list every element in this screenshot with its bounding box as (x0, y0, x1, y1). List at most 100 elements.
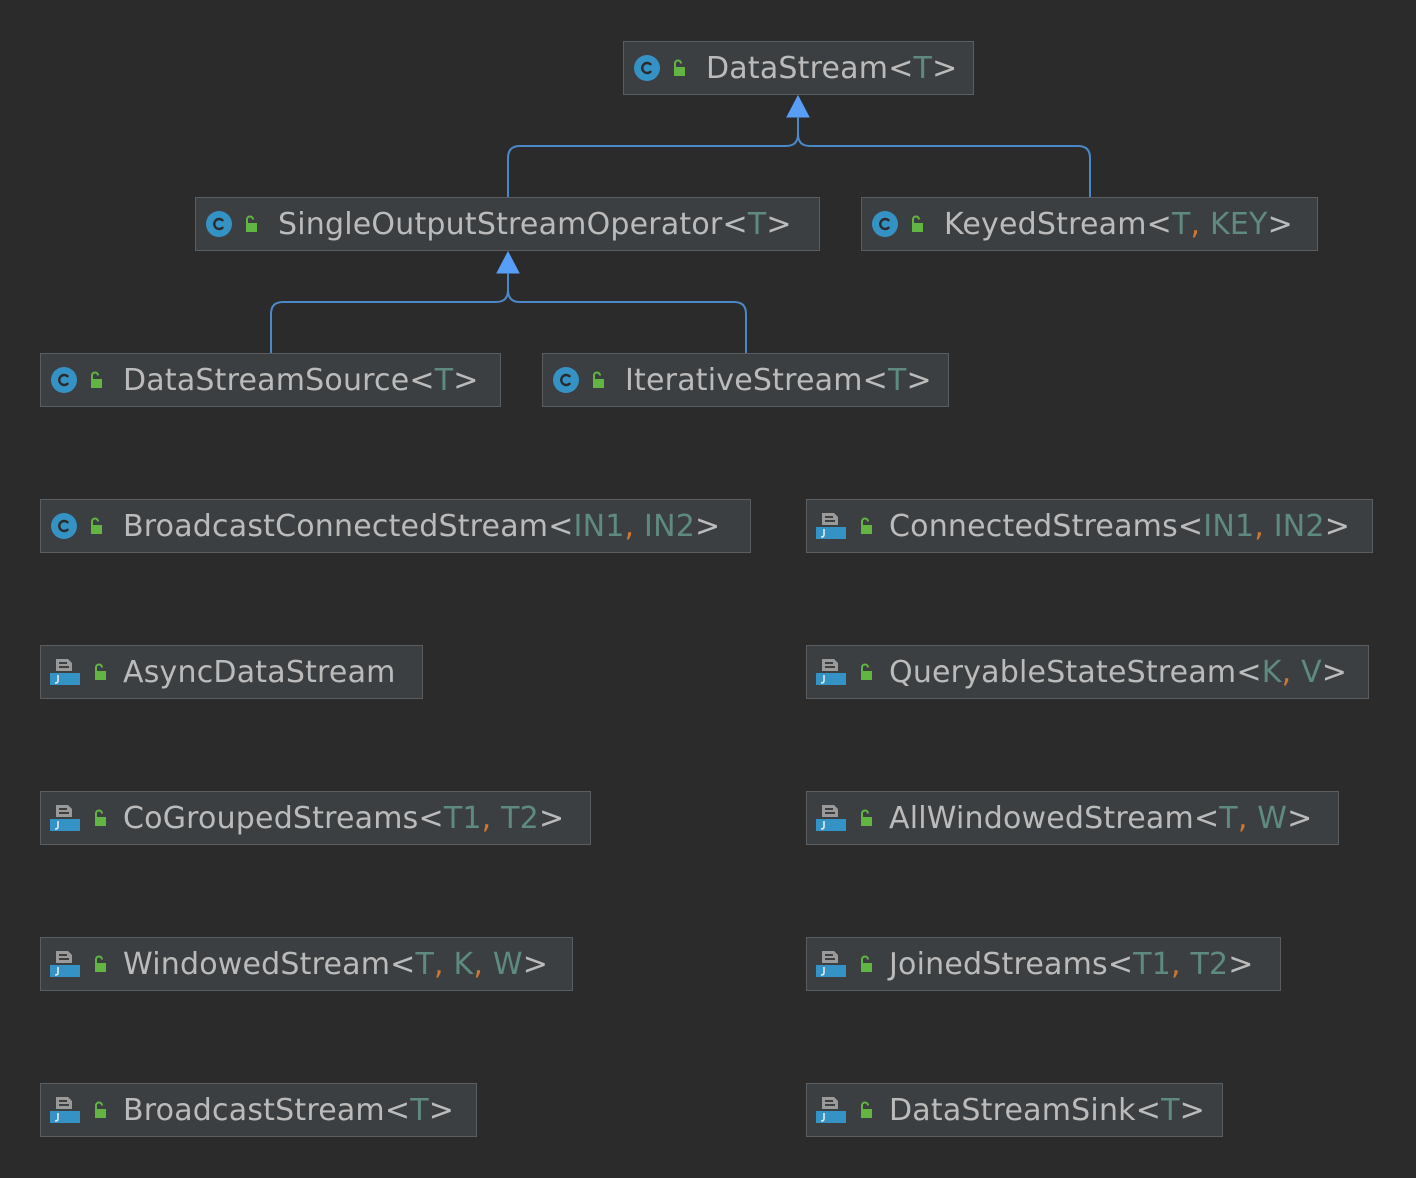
generic-close: > (1324, 508, 1351, 544)
generic-open: < (1107, 946, 1134, 982)
class-node-datastream[interactable]: DataStream<T> (623, 41, 974, 95)
class-name-label: AllWindowedStream<T, W> (889, 801, 1313, 836)
node-icons (807, 792, 889, 844)
class-name-label: IterativeStream<T> (625, 363, 932, 398)
java-class-icon (816, 659, 846, 685)
class-name-label: DataStreamSink<T> (889, 1093, 1205, 1128)
public-lock-icon (91, 517, 102, 534)
class-icon (51, 513, 77, 539)
class-name-label: SingleOutputStreamOperator<T> (278, 207, 792, 242)
class-node-singleoutput[interactable]: SingleOutputStreamOperator<T> (195, 197, 820, 251)
inheritance-arrowhead-datastream (786, 94, 810, 118)
java-class-icon (816, 805, 846, 831)
generic-open: < (1236, 654, 1262, 690)
java-class-icon (50, 805, 80, 831)
class-node-datastreamsource[interactable]: DataStreamSource<T> (40, 353, 501, 407)
class-node-iterativestream[interactable]: IterativeStream<T> (542, 353, 949, 407)
class-name: KeyedStream (944, 206, 1147, 242)
class-name-label: BroadcastConnectedStream<IN1, IN2> (123, 509, 720, 544)
class-node-queryable[interactable]: QueryableStateStream<K, V> (806, 645, 1369, 699)
class-node-cogrouped[interactable]: CoGroupedStreams<T1, T2> (40, 791, 591, 845)
class-name: CoGroupedStreams (123, 800, 419, 836)
class-node-connectedstreams[interactable]: ConnectedStreams<IN1, IN2> (806, 499, 1373, 553)
class-node-broadcaststream[interactable]: BroadcastStream<T> (40, 1083, 477, 1137)
class-name: IterativeStream (625, 362, 863, 398)
class-icon (872, 211, 898, 237)
class-name: QueryableStateStream (889, 654, 1237, 690)
type-parameter: T1 (1133, 946, 1171, 982)
java-class-icon (50, 1097, 80, 1123)
type-parameter: K (453, 946, 474, 982)
generic-open: < (1193, 800, 1220, 836)
type-parameter: IN2 (644, 508, 695, 544)
node-icons (543, 354, 625, 406)
type-parameter: T1 (443, 800, 482, 836)
type-parameter: IN1 (573, 508, 625, 544)
edge-iterativestream-to-singleoutput (507, 273, 747, 353)
generic-close: > (695, 508, 721, 544)
node-icons (41, 1084, 123, 1136)
type-parameter: T (415, 946, 435, 982)
type-parameter: T2 (1190, 946, 1229, 982)
class-node-sink[interactable]: DataStreamSink<T> (806, 1083, 1223, 1137)
class-name: JoinedStreams (889, 946, 1108, 982)
class-node-allwindowed[interactable]: AllWindowedStream<T, W> (806, 791, 1339, 845)
class-name-label: DataStreamSource<T> (123, 363, 479, 398)
type-parameter: T (434, 362, 454, 398)
generic-close: > (428, 1092, 455, 1128)
class-name: ConnectedStreams (889, 508, 1178, 544)
param-separator: , (1254, 508, 1274, 544)
param-separator: , (1190, 206, 1210, 242)
generic-close: > (1179, 1092, 1205, 1128)
public-lock-icon (95, 955, 106, 972)
public-lock-icon (95, 1101, 106, 1118)
node-icons (807, 1084, 889, 1136)
param-separator: , (1281, 654, 1302, 690)
edge-keyedstream-to-datastream (797, 117, 1091, 197)
generic-open: < (722, 206, 748, 242)
public-lock-icon (246, 215, 257, 232)
generic-open: < (1135, 1092, 1162, 1128)
generic-close: > (1321, 654, 1348, 690)
class-node-windowed[interactable]: WindowedStream<T, K, W> (40, 937, 573, 991)
public-lock-icon (861, 809, 872, 826)
public-lock-icon (593, 371, 604, 388)
generic-open: < (418, 800, 444, 836)
java-class-icon (816, 513, 846, 539)
public-lock-icon (861, 517, 872, 534)
public-lock-icon (95, 663, 106, 680)
generic-close: > (453, 362, 479, 398)
class-icon (206, 211, 232, 237)
class-icon (553, 367, 579, 393)
class-node-joined[interactable]: JoinedStreams<T1, T2> (806, 937, 1281, 991)
public-lock-icon (674, 59, 685, 76)
type-parameter: W (492, 946, 523, 982)
class-node-keyedstream[interactable]: KeyedStream<T, KEY> (861, 197, 1318, 251)
node-icons (41, 792, 123, 844)
generic-close: > (932, 50, 958, 86)
generic-close: > (906, 362, 932, 398)
java-class-icon (816, 1097, 846, 1123)
class-name: AsyncDataStream (123, 654, 396, 690)
node-icons (807, 938, 889, 990)
generic-close: > (1267, 206, 1293, 242)
param-separator: , (1170, 946, 1191, 982)
class-node-broadcastconnected[interactable]: BroadcastConnectedStream<IN1, IN2> (40, 499, 751, 553)
class-name: AllWindowedStream (889, 800, 1194, 836)
node-icons (196, 198, 278, 250)
node-icons (41, 354, 123, 406)
node-icons (862, 198, 944, 250)
class-name-label: AsyncDataStream (123, 655, 396, 690)
public-lock-icon (861, 955, 872, 972)
class-name-label: WindowedStream<T, K, W> (123, 947, 548, 982)
param-separator: , (434, 946, 454, 982)
class-node-asyncdatastream[interactable]: AsyncDataStream (40, 645, 423, 699)
generic-close: > (1228, 946, 1254, 982)
class-name-label: ConnectedStreams<IN1, IN2> (889, 509, 1350, 544)
edge-singleoutput-to-datastream (507, 117, 799, 197)
class-name-label: KeyedStream<T, KEY> (944, 207, 1293, 242)
node-icons (807, 646, 889, 698)
param-separator: , (473, 946, 493, 982)
